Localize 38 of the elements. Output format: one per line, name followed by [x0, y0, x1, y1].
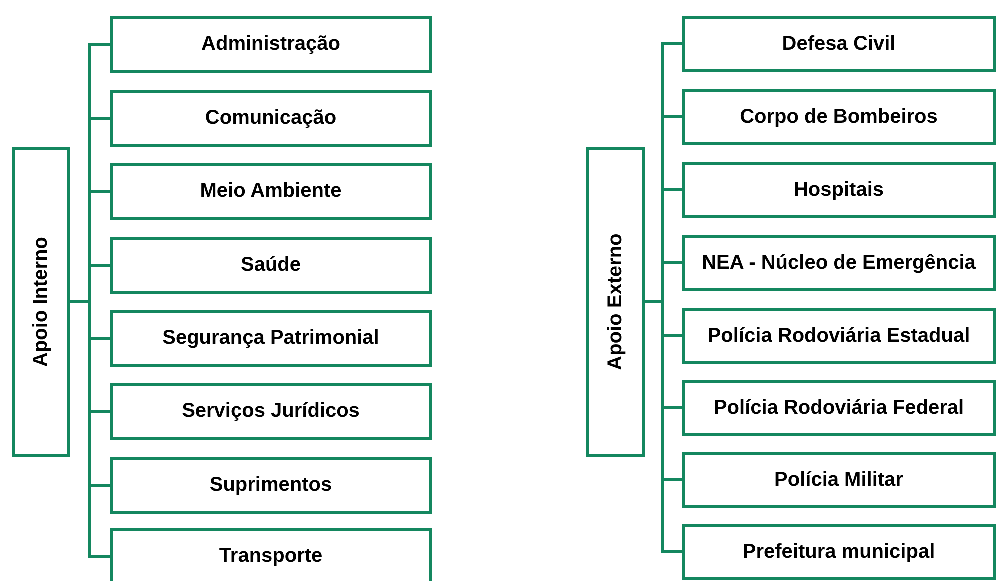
unit-label: Meio Ambiente: [199, 181, 343, 202]
unit-box: [110, 16, 432, 73]
unit-label: NEA - Núcleo de Emergência: [701, 252, 977, 274]
unit-label: Polícia Rodoviária Federal: [712, 398, 966, 418]
group-box: [12, 147, 70, 457]
connector-line: [70, 300, 110, 558]
unit-box: [110, 237, 432, 294]
unit-label: Segurança Patrimonial: [162, 328, 380, 349]
unit-box: [682, 235, 996, 291]
unit-label: Saúde: [240, 255, 302, 276]
unit-box: [682, 89, 996, 145]
unit-box: [110, 163, 432, 220]
unit-label: Comunicação: [204, 108, 338, 129]
unit-box: [682, 524, 996, 580]
unit-box: [110, 457, 432, 514]
unit-label: Polícia Rodoviária Estadual: [706, 326, 972, 346]
unit-box: [682, 162, 996, 218]
unit-label: Prefeitura municipal: [742, 542, 936, 562]
connector-line: [645, 300, 682, 554]
unit-label: Hospitais: [792, 180, 886, 200]
unit-label: Transporte: [218, 546, 324, 567]
unit-box: [682, 452, 996, 508]
unit-label: Polícia Militar: [774, 470, 904, 490]
unit-box: [682, 308, 996, 364]
unit-box: [110, 310, 432, 367]
unit-label: Suprimentos: [208, 475, 334, 496]
unit-box: [110, 528, 432, 581]
group-box: [586, 147, 645, 457]
unit-label: Corpo de Bombeiros: [739, 106, 939, 128]
unit-box: [682, 380, 996, 436]
unit-label: Serviços Jurídicos: [181, 401, 361, 422]
unit-box: [682, 16, 996, 72]
unit-label: Administração: [200, 34, 342, 55]
group-label: Apoio Externo: [604, 234, 628, 370]
unit-box: [110, 90, 432, 147]
unit-label: Defesa Civil: [781, 34, 897, 54]
unit-box: [110, 383, 432, 440]
group-label: Apoio Interno: [29, 237, 53, 367]
